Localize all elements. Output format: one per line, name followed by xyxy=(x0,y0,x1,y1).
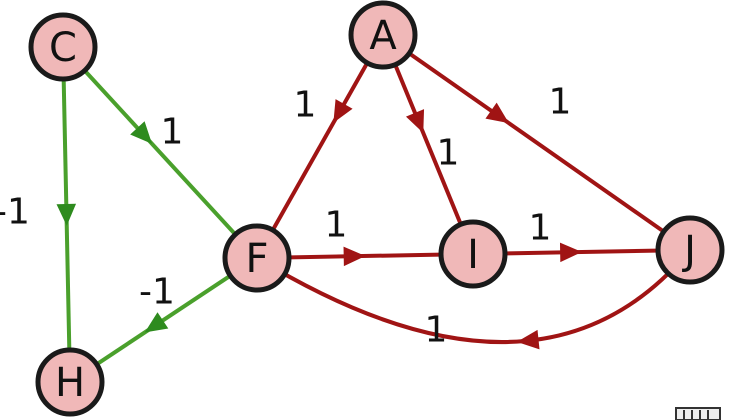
arrowhead-f-h xyxy=(144,312,169,333)
node-circle xyxy=(222,223,292,293)
arrows-layer xyxy=(56,99,582,350)
edge-a-i xyxy=(381,34,475,255)
arrowhead-a-i xyxy=(405,109,425,133)
node-label: F xyxy=(245,236,268,282)
arrowhead-j-f xyxy=(516,329,540,350)
arrowhead-f-i xyxy=(343,246,366,267)
edge-weight-a-i: 1 xyxy=(437,133,460,174)
node-c: C xyxy=(28,12,98,82)
edges-layer xyxy=(61,33,692,384)
edge-weight-c-h: -1 xyxy=(0,192,30,233)
node-label: I xyxy=(467,232,479,278)
edge-f-h xyxy=(68,256,259,384)
node-label: J xyxy=(681,228,696,274)
arrowhead-c-h xyxy=(56,203,77,226)
node-h: H xyxy=(35,347,105,417)
node-label: H xyxy=(55,360,85,406)
edge-weight-f-h: -1 xyxy=(139,272,175,313)
node-circle xyxy=(655,215,725,285)
node-a: A xyxy=(348,0,418,70)
arrowhead-a-j xyxy=(485,102,509,124)
edge-weight-a-f: 1 xyxy=(294,85,317,126)
edge-a-f xyxy=(255,34,385,259)
arrowhead-i-j xyxy=(559,242,582,263)
node-j: J xyxy=(655,215,725,285)
node-f: F xyxy=(222,223,292,293)
edge-weight-f-i: 1 xyxy=(325,205,348,246)
node-i: I xyxy=(438,219,508,289)
edge-weight-a-j: 1 xyxy=(549,82,572,123)
edge-labels-layer: -1 1 -1 1 1 1 1 1 1 xyxy=(0,82,571,351)
arrowhead-c-f xyxy=(130,121,153,144)
arrowhead-a-f xyxy=(333,99,353,123)
node-label: A xyxy=(369,13,397,59)
nodes-layer: C A F I J H xyxy=(28,0,725,417)
node-label: C xyxy=(49,25,77,71)
node-circle xyxy=(348,0,418,70)
edge-a-j xyxy=(381,33,692,252)
node-circle xyxy=(35,347,105,417)
edge-j-f xyxy=(255,248,692,345)
edge-c-f xyxy=(61,45,259,260)
node-circle xyxy=(28,12,98,82)
node-circle xyxy=(438,219,508,289)
corner-mark xyxy=(675,407,721,420)
edge-weight-j-f: 1 xyxy=(425,310,448,351)
edge-weight-i-j: 1 xyxy=(529,208,552,249)
edge-weight-c-f: 1 xyxy=(161,112,184,153)
